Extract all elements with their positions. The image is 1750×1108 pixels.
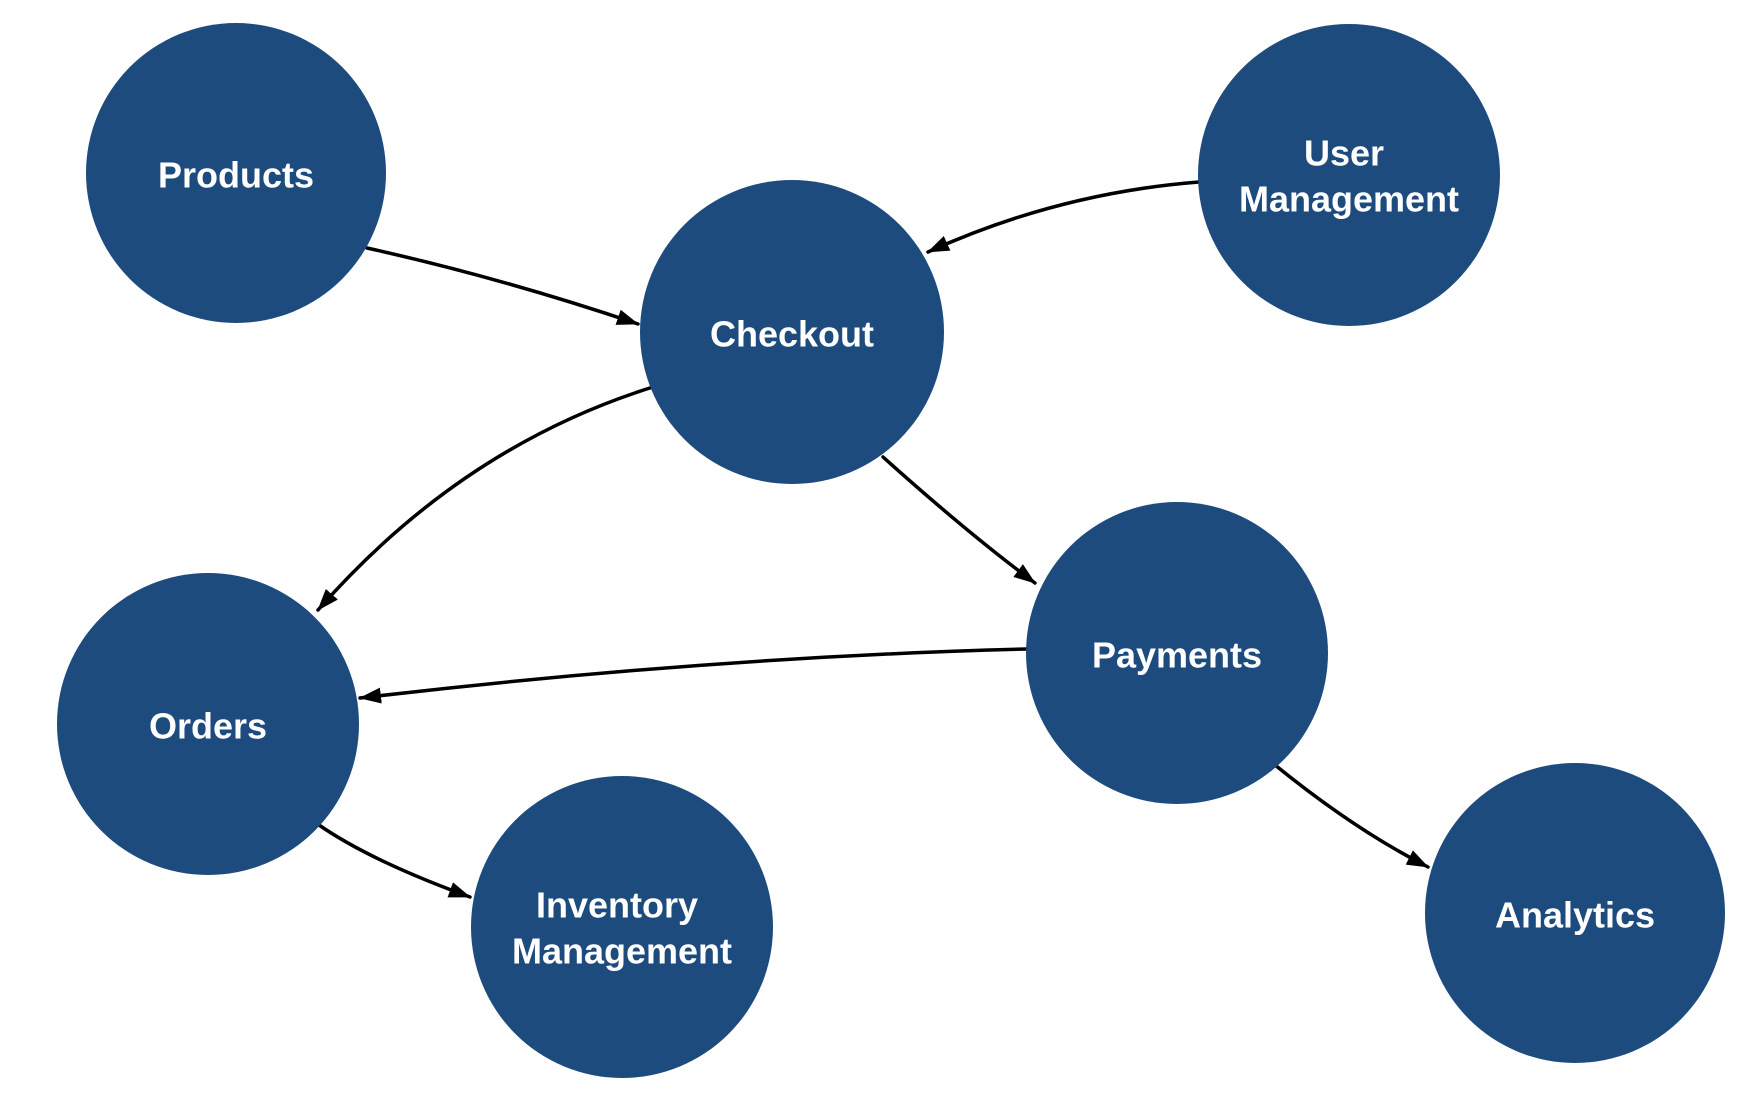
node-payments[interactable]: Payments: [1026, 502, 1328, 804]
analytics-circle[interactable]: [1425, 763, 1725, 1063]
payments-circle[interactable]: [1026, 502, 1328, 804]
user-management-circle[interactable]: [1198, 24, 1500, 326]
products-circle[interactable]: [86, 23, 386, 323]
edge-orders-to-inventory-management: [317, 823, 472, 899]
edge-products-to-checkout: [365, 246, 640, 326]
node-products[interactable]: Products: [86, 23, 386, 323]
edge-checkout-to-orders: [316, 385, 655, 612]
edge-payments-to-orders: [358, 647, 1029, 704]
edge-payments-to-analytics: [1273, 763, 1430, 869]
node-user-management[interactable]: User Management: [1198, 24, 1500, 326]
edge-user-management-to-checkout: [926, 180, 1201, 254]
inventory-management-circle[interactable]: [471, 776, 773, 1078]
node-analytics[interactable]: Analytics: [1425, 763, 1725, 1063]
node-checkout[interactable]: Checkout: [640, 180, 944, 484]
node-inventory-management[interactable]: Inventory Management: [471, 776, 773, 1078]
node-orders[interactable]: Orders: [57, 573, 359, 875]
orders-circle[interactable]: [57, 573, 359, 875]
edge-checkout-to-payments: [881, 455, 1037, 585]
checkout-circle[interactable]: [640, 180, 944, 484]
